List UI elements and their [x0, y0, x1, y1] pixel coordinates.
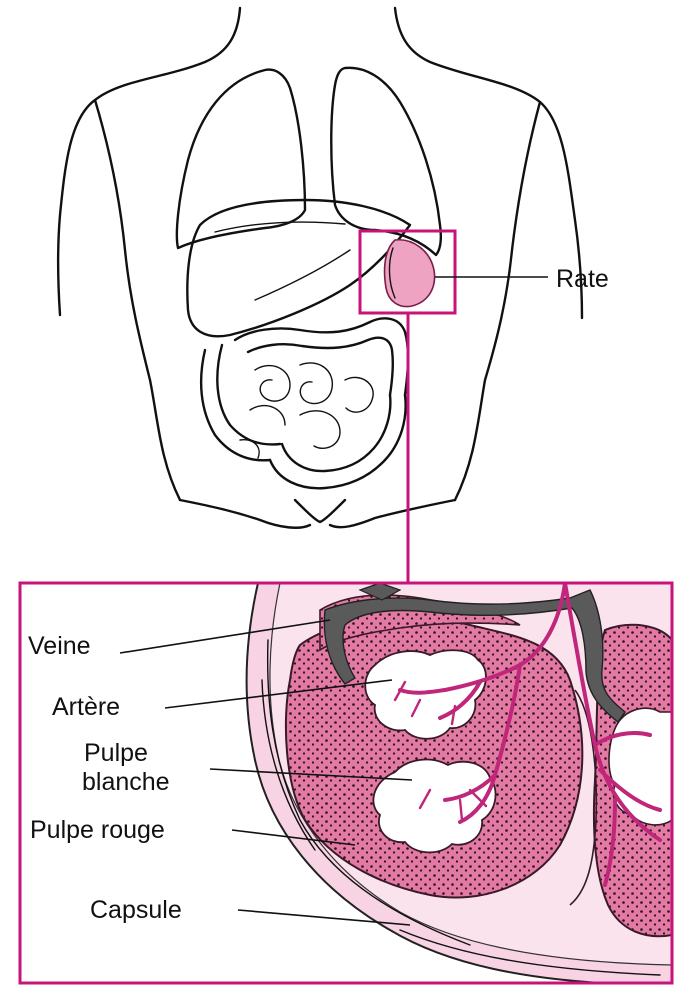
- lungs: [177, 68, 441, 255]
- spleen-small: [385, 240, 435, 307]
- label-artere: Artère: [52, 693, 120, 721]
- label-pulpe-rouge: Pulpe rouge: [30, 816, 165, 844]
- intestines: [201, 318, 408, 488]
- zoom-panel: [247, 583, 672, 985]
- label-pulpe-blanche-line1: Pulpe: [84, 739, 148, 767]
- label-veine: Veine: [28, 632, 91, 660]
- white-pulp-right: [609, 708, 672, 825]
- liver: [187, 200, 410, 336]
- label-rate: Rate: [556, 265, 609, 293]
- label-capsule: Capsule: [90, 896, 182, 924]
- label-pulpe-blanche-line2: blanche: [82, 768, 170, 796]
